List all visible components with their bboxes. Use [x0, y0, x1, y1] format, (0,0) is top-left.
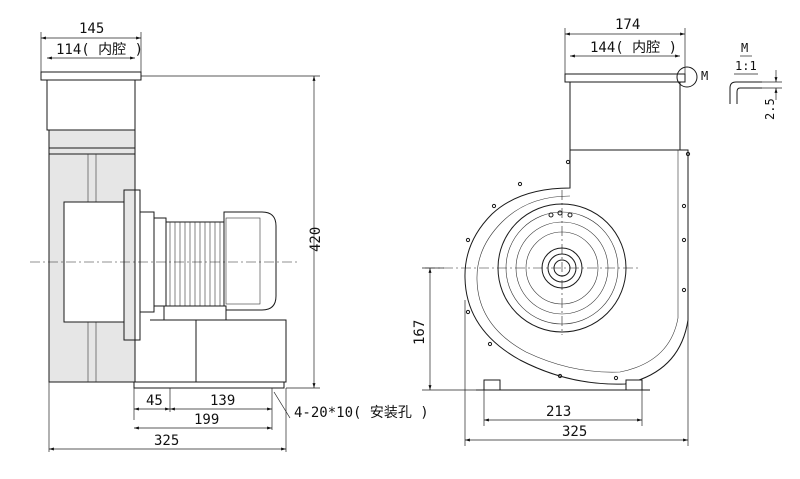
mount-hole-note: 4-20*10( 安装孔 ): [294, 405, 429, 421]
flange-bolts: [465, 151, 691, 381]
dim-side-outlet-inner: 114( 内腔 ): [56, 42, 143, 58]
front-right-foot: [625, 379, 643, 391]
detail-thickness: 2.5: [763, 98, 777, 120]
front-outlet-flange: [564, 73, 686, 83]
dim-side-depth: 325: [154, 433, 179, 449]
dim-side-height: 420: [308, 227, 324, 252]
dim-side-base-hole: 199: [194, 412, 219, 428]
front-left-foot: [483, 379, 501, 391]
side-base-plate: [133, 381, 285, 389]
dim-front-outlet-inner: 144( 内腔 ): [590, 40, 677, 56]
front-outlet-duct: [569, 79, 681, 151]
detail-flange-inner: [736, 87, 762, 104]
front-view: M 174 144( 内腔 ) 167 213 325: [412, 17, 708, 446]
detail-flange-outer: [729, 81, 762, 104]
motor-end-cap: [223, 211, 277, 311]
detail-label: M: [741, 41, 748, 55]
detail-scale: 1:1: [735, 59, 757, 73]
dim-side-foot-span: 139: [210, 393, 235, 409]
side-view: 145 114( 内腔 ) 420 45 139 199 325 4-20*10…: [30, 21, 429, 452]
dim-side-outlet-width: 145: [79, 21, 104, 37]
dim-front-shaft-height: 167: [412, 320, 428, 345]
dim-front-overall-width: 325: [562, 424, 587, 440]
dim-front-foot-span: 213: [546, 404, 571, 420]
dim-front-outlet-width: 174: [615, 17, 640, 33]
side-outlet-flange: [40, 71, 142, 81]
volute-housing: [464, 149, 689, 385]
detail-m: M 1:1 2.5: [729, 41, 782, 120]
side-outlet-duct: [46, 77, 136, 131]
detail-marker-label: M: [701, 69, 708, 83]
detail-marker-circle: [676, 66, 698, 88]
dim-side-foot-offset: 45: [146, 393, 163, 409]
